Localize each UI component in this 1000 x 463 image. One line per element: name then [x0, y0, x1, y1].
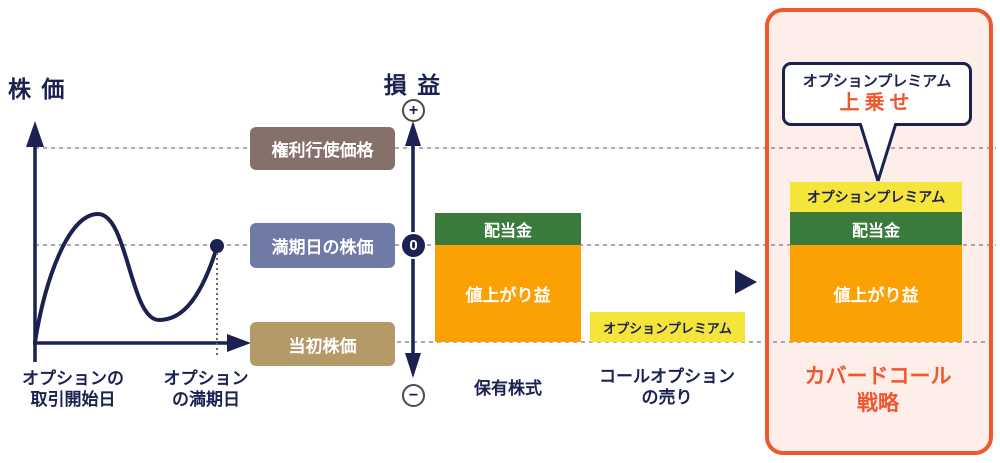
call-option-caption-line2: の売り	[641, 388, 693, 408]
held-stock-caption: 保有株式	[474, 379, 542, 398]
callout-tail-icon	[858, 123, 898, 182]
pl-axis-down-arrow-icon	[405, 353, 421, 378]
minus-icon: −	[402, 384, 425, 407]
option-maturity-date-label: オプション の満期日	[150, 368, 262, 411]
stock-price-chart	[26, 121, 251, 362]
option-maturity-date-line2: の満期日	[172, 390, 240, 410]
covered-call-gain-bar: 値上がり益	[790, 245, 962, 342]
covered-call-panel-border	[765, 8, 993, 455]
maturity-point-dot	[210, 239, 224, 253]
premium-added-callout-line2: 上乗せ	[839, 92, 915, 114]
covered-call-caption-line1: カバードコール	[804, 365, 952, 388]
held-stock-dividend-bar: 配当金	[435, 213, 581, 245]
option-start-date-label: オプションの 取引開始日	[12, 368, 134, 411]
option-maturity-date-line1: オプション	[163, 369, 249, 388]
price-y-axis-arrow-icon	[26, 121, 44, 147]
strike-price-box: 権利行使価格	[250, 127, 395, 170]
maturity-price-box: 満期日の株価	[250, 223, 395, 268]
premium-added-callout: オプションプレミアム 上乗せ	[782, 62, 972, 126]
covered-call-caption-line2: 戦略	[857, 392, 899, 416]
covered-call-dividend-bar: 配当金	[790, 212, 962, 245]
profit-loss-axis-title: 損 益	[383, 72, 443, 98]
call-option-caption: コールオプション の売り	[586, 366, 748, 409]
call-option-caption-line1: コールオプション	[599, 367, 735, 386]
premium-added-callout-line1: オプションプレミアム	[802, 73, 952, 90]
initial-price-box: 当初株価	[250, 322, 395, 366]
held-stock-gain-bar: 値上がり益	[435, 245, 581, 342]
zero-marker: 0	[400, 232, 427, 259]
covered-call-premium-bar: オプションプレミアム	[790, 182, 962, 212]
price-x-axis-arrow-icon	[227, 334, 251, 352]
call-option-premium-bar: オプションプレミアム	[590, 312, 745, 342]
covered-call-caption: カバードコール 戦略	[778, 363, 978, 418]
combine-arrow-icon	[735, 270, 757, 294]
plus-icon: +	[402, 99, 425, 122]
option-start-date-line2: 取引開始日	[30, 390, 116, 410]
pl-axis-up-arrow-icon	[405, 121, 421, 146]
stock-price-axis-title: 株 価	[8, 76, 67, 102]
stock-price-curve	[33, 211, 219, 343]
option-start-date-line1: オプションの	[22, 369, 124, 388]
